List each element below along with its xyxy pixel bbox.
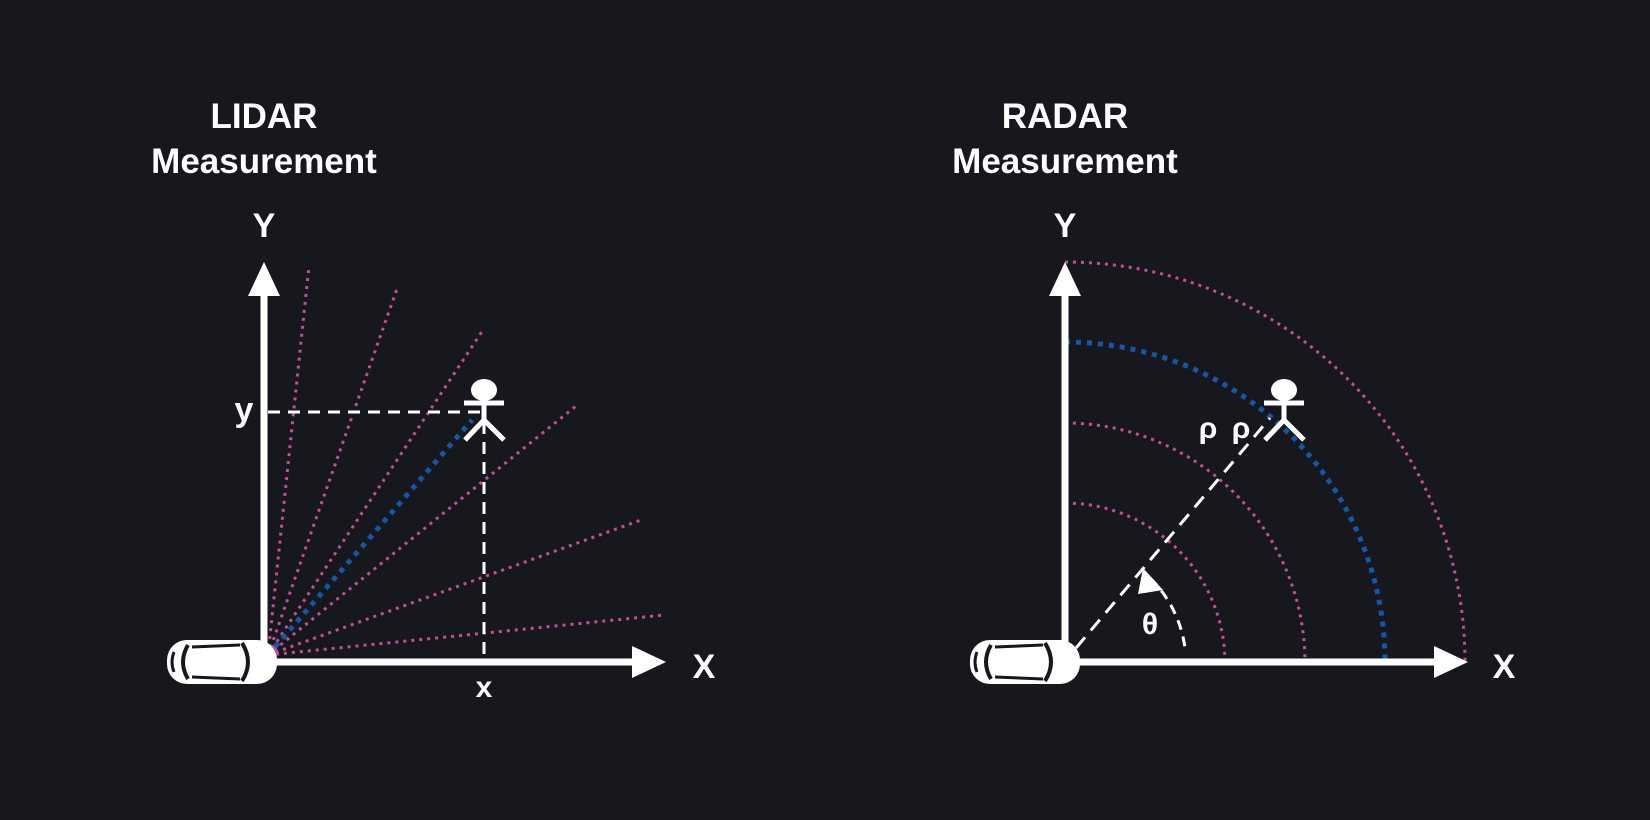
- car-icon: [165, 638, 279, 686]
- radar-target-range-arc: [1064, 339, 1388, 664]
- radar-range-arc: [1064, 501, 1227, 664]
- lidar-beam: [266, 265, 311, 656]
- lidar-beam: [267, 613, 665, 657]
- car-icon: [968, 638, 1082, 686]
- radar-range-arc: [1064, 421, 1307, 664]
- lidar-x-coord-label: x: [476, 671, 493, 704]
- radar-x-arrowhead: [1434, 646, 1468, 678]
- radar-range-arc: [1064, 260, 1467, 664]
- lidar-y-coord-label: y: [235, 391, 254, 429]
- radar-range-arcs: [1064, 260, 1467, 664]
- radar-title-line2: Measurement: [952, 142, 1178, 181]
- radar-y-axis-label: Y: [1054, 207, 1077, 245]
- radar-range-label-2: ρ: [1232, 412, 1251, 445]
- lidar-target-beam: [266, 418, 474, 657]
- lidar-title-line1: LIDAR: [211, 97, 318, 136]
- radar-x-axis-label: X: [1493, 648, 1516, 686]
- lidar-y-axis-label: Y: [253, 207, 276, 245]
- radar-angle-arrowhead: [1138, 568, 1163, 594]
- lidar-beam: [267, 404, 577, 657]
- lidar-beam: [267, 518, 642, 657]
- radar-angle-label: θ: [1142, 608, 1158, 641]
- radar-range-line: [1074, 417, 1272, 649]
- lidar-y-arrowhead: [248, 262, 280, 296]
- lidar-beams: [266, 265, 665, 657]
- radar-y-arrowhead: [1049, 262, 1081, 296]
- lidar-panel: LIDAR Measurement Y X y x: [151, 97, 715, 704]
- radar-panel: RADAR Measurement Y X ρ ρ θ: [952, 97, 1516, 686]
- radar-title-line1: RADAR: [1002, 97, 1128, 136]
- lidar-beam: [266, 329, 485, 656]
- lidar-beam: [266, 285, 400, 656]
- radar-range-label: ρ: [1199, 412, 1218, 445]
- lidar-x-axis-label: X: [693, 648, 716, 686]
- lidar-x-arrowhead: [632, 646, 666, 678]
- lidar-title-line2: Measurement: [151, 142, 377, 181]
